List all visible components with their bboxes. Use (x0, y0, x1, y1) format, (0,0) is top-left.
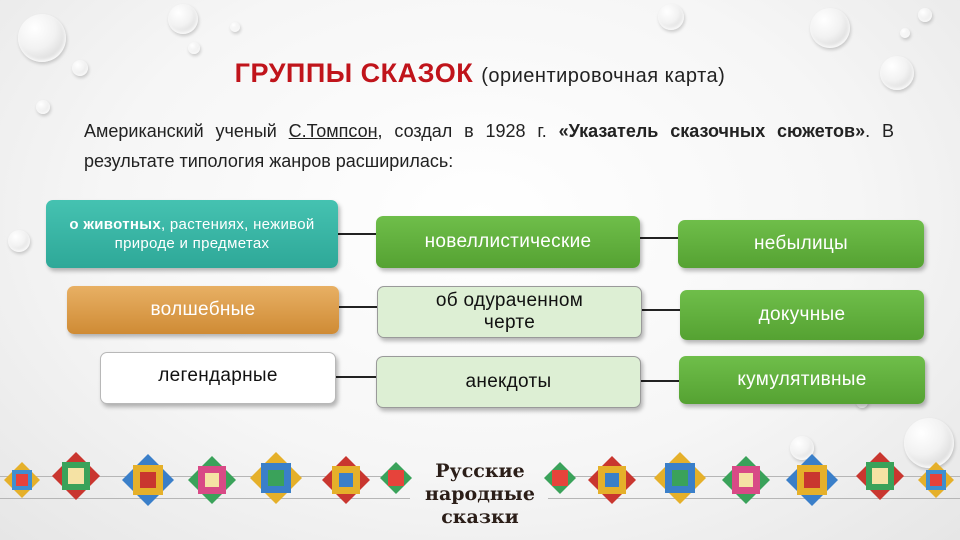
water-drop-decoration (188, 42, 200, 54)
group-label-magic: волшебные (150, 299, 256, 320)
footer-rule (0, 476, 410, 477)
water-drop-decoration (880, 56, 914, 90)
group-box-devil: об одураченном черте (377, 286, 642, 338)
water-drop-decoration (658, 4, 684, 30)
footer-rule (548, 476, 960, 477)
group-box-magic: волшебные (67, 286, 339, 334)
group-label-tedious: докучные (758, 304, 846, 325)
group-box-tall-tales: небылицы (678, 220, 924, 268)
water-drop-decoration (904, 418, 954, 468)
group-box-tedious: докучные (680, 290, 924, 340)
group-label-animals: о животных, растениях, неживой природе и… (46, 215, 338, 253)
group-box-animals: о животных, растениях, неживой природе и… (46, 200, 338, 268)
footer-rule (548, 498, 960, 499)
water-drop-decoration (36, 100, 50, 114)
intro-text: , создал в 1928 г. (377, 121, 559, 141)
footer-rule (0, 498, 410, 499)
water-drop-decoration (810, 8, 850, 48)
group-label-animals-bold: о животных (69, 216, 161, 233)
russian-fairy-tales-logo: Русские народные сказки (418, 460, 542, 529)
logo-line: Русские (435, 460, 525, 482)
connector-line (641, 380, 679, 382)
group-label-cumulative: кумулятивные (737, 369, 867, 390)
group-label-tall-tales: небылицы (753, 233, 849, 254)
group-label-novellistic: новеллистические (424, 231, 592, 252)
intro-text: . В результате типология жанров расширил… (84, 121, 894, 171)
connector-line (336, 376, 376, 378)
water-drop-decoration (230, 22, 240, 32)
water-drop-decoration (790, 436, 814, 460)
connector-line (640, 237, 678, 239)
group-label-anecdotes: анекдоты (465, 371, 552, 392)
group-box-cumulative: кумулятивные (679, 356, 925, 404)
page-title: ГРУППЫ СКАЗОК (ориентировочная карта) (0, 58, 960, 89)
connector-line (338, 233, 378, 235)
water-drop-decoration (168, 4, 198, 34)
group-label-animals-rest: , растениях, неживой природе и предметах (114, 216, 315, 252)
group-box-legendary: легендарные (100, 352, 336, 404)
water-drop-decoration (900, 28, 910, 38)
group-label-devil: об одураченном черте (435, 290, 584, 333)
intro-paragraph: Американский ученый С.Томпсон, создал в … (84, 116, 894, 176)
intro-text: Американский ученый (84, 121, 289, 141)
water-drop-decoration (18, 14, 66, 62)
author-name: С.Томпсон (288, 121, 378, 141)
title-subtitle: (ориентировочная карта) (481, 65, 726, 87)
water-drop-decoration (918, 8, 932, 22)
water-drop-decoration (72, 60, 88, 76)
water-drop-decoration (8, 230, 30, 252)
group-box-novellistic: новеллистические (376, 216, 640, 268)
connector-line (642, 309, 680, 311)
connector-line (338, 306, 378, 308)
logo-line: сказки (441, 506, 519, 528)
book-title: «Указатель сказочных сюжетов» (558, 121, 866, 141)
group-box-anecdotes: анекдоты (376, 356, 641, 408)
title-main: ГРУППЫ СКАЗОК (234, 58, 474, 88)
group-label-legendary: легендарные (158, 365, 278, 386)
logo-line: народные (425, 483, 535, 505)
